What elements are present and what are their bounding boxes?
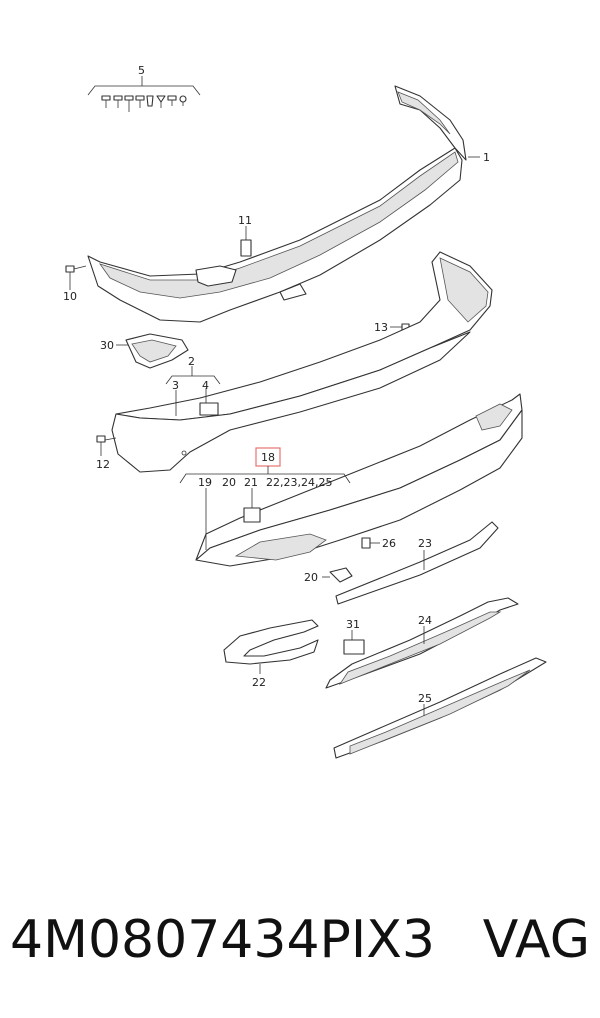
part-12-screw[interactable] bbox=[96, 435, 117, 456]
callout-3[interactable]: 3 bbox=[172, 379, 179, 392]
callout-4[interactable]: 4 bbox=[202, 379, 209, 392]
part-31-clip[interactable] bbox=[343, 630, 365, 655]
part-30-bracket[interactable] bbox=[116, 333, 189, 369]
part-2-bumper-cover[interactable] bbox=[111, 251, 493, 473]
callout-25[interactable]: 25 bbox=[418, 692, 432, 705]
part-25-trim[interactable] bbox=[333, 657, 547, 759]
part-24-trim[interactable] bbox=[325, 597, 519, 689]
callout-12[interactable]: 12 bbox=[96, 458, 110, 471]
callout-26[interactable]: 26 bbox=[382, 537, 396, 550]
part-10-screw[interactable] bbox=[65, 265, 87, 290]
part-21-clip[interactable] bbox=[243, 488, 261, 523]
callout-2[interactable]: 2 bbox=[188, 355, 195, 368]
part-number: 4M0807434PIX3 bbox=[10, 910, 435, 970]
part-20-clip[interactable] bbox=[322, 567, 353, 583]
callout-1[interactable]: 1 bbox=[483, 151, 490, 164]
callout-20-upper[interactable]: 20 bbox=[222, 476, 236, 489]
callout-22-25-list[interactable]: 22,23,24,25 bbox=[266, 476, 332, 489]
callout-10[interactable]: 10 bbox=[63, 290, 77, 303]
callout-31[interactable]: 31 bbox=[346, 618, 360, 631]
callout-18[interactable]: 18 bbox=[261, 451, 275, 464]
callout-24[interactable]: 24 bbox=[418, 614, 432, 627]
part-22-trim-frame[interactable] bbox=[223, 619, 319, 674]
part-11-clip[interactable] bbox=[240, 226, 252, 257]
callout-21[interactable]: 21 bbox=[244, 476, 258, 489]
callout-11[interactable]: 11 bbox=[238, 214, 252, 227]
callout-5[interactable]: 5 bbox=[138, 64, 145, 77]
callout-20-lower[interactable]: 20 bbox=[304, 571, 318, 584]
part-5-fastener-set[interactable] bbox=[87, 76, 201, 112]
part-23-trim-strip[interactable] bbox=[335, 521, 499, 605]
callout-19[interactable]: 19 bbox=[198, 476, 212, 489]
part-18-diffuser[interactable] bbox=[195, 393, 523, 567]
callout-22[interactable]: 22 bbox=[252, 676, 266, 689]
part-1-bumper-carrier[interactable] bbox=[87, 85, 467, 323]
callout-30[interactable]: 30 bbox=[100, 339, 114, 352]
callout-23[interactable]: 23 bbox=[418, 537, 432, 550]
callout-13[interactable]: 13 bbox=[374, 321, 388, 334]
part-26-screw[interactable] bbox=[361, 537, 380, 549]
footer-bar: 4M0807434PIX3 VAG bbox=[10, 900, 590, 980]
brand-name: VAG bbox=[482, 910, 590, 970]
part-4-clip[interactable] bbox=[199, 388, 219, 416]
